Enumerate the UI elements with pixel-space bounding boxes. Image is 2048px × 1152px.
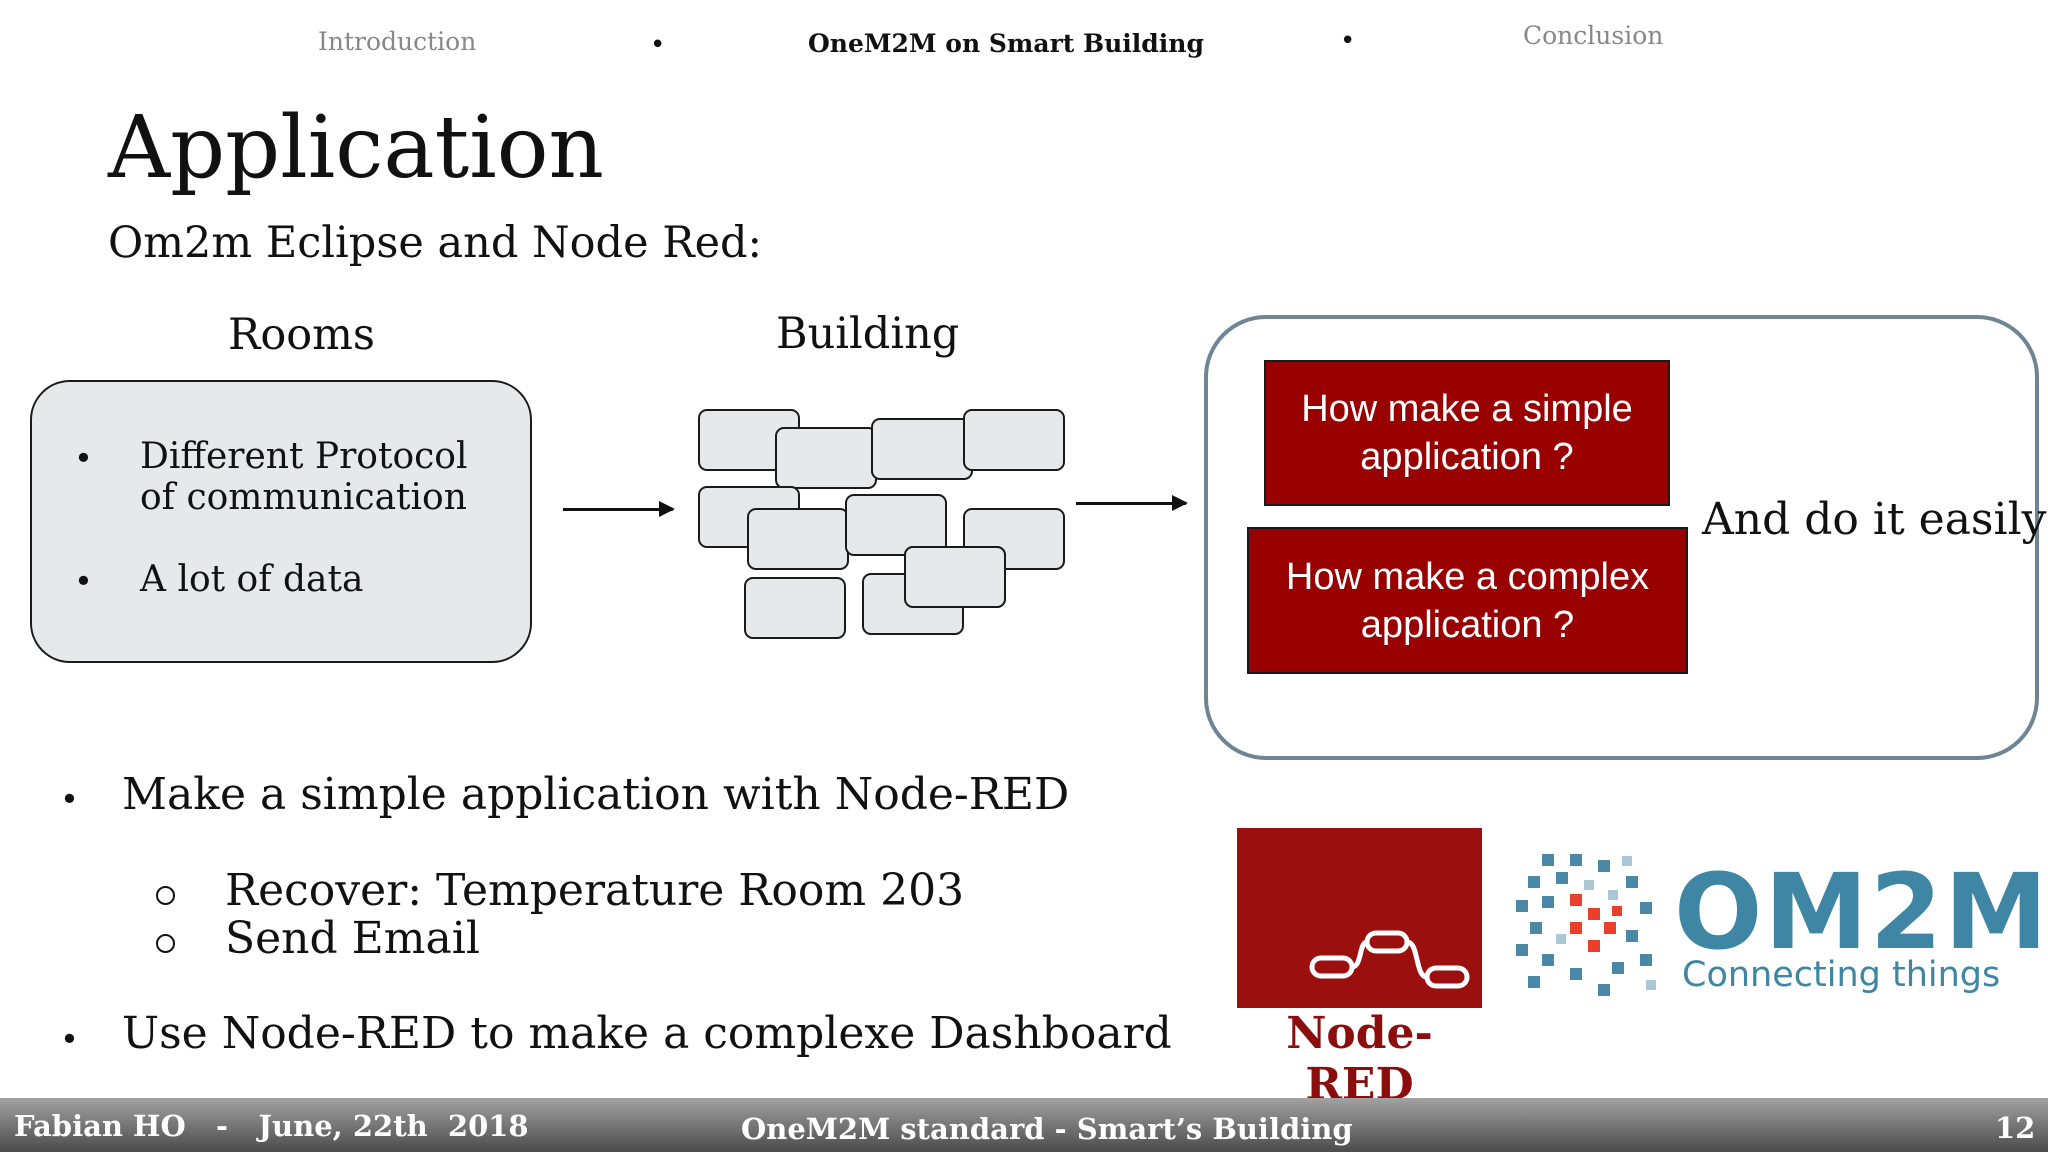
pixel-cluster-icon xyxy=(1516,854,1656,996)
bullet-dot: • xyxy=(60,1020,79,1058)
page-subtitle: Om2m Eclipse and Node Red: xyxy=(108,218,763,268)
page-number: 12 xyxy=(1995,1111,2036,1145)
circle-bullet-icon xyxy=(156,934,175,953)
nav-item-introduction[interactable]: Introduction xyxy=(318,27,477,56)
rooms-bullet-data: A lot of data xyxy=(140,559,364,600)
nav-separator: • xyxy=(650,30,666,60)
arrow-right-icon xyxy=(563,501,675,517)
nav-item-conclusion[interactable]: Conclusion xyxy=(1523,21,1664,50)
nav-item-onem2m[interactable]: OneM2M on Smart Building xyxy=(808,29,1204,58)
bullet-dot: • xyxy=(74,439,93,477)
om2m-logo-text: OM2M xyxy=(1674,851,2048,973)
building-heading: Building xyxy=(776,309,960,359)
footer-title: OneM2M standard - Smart’s Building xyxy=(741,1112,1353,1146)
rooms-heading: Rooms xyxy=(228,310,375,360)
sub-bullet-recover: Recover: Temperature Room 203 xyxy=(225,865,965,916)
footer-bar: Fabian HO - June, 22th 2018 OneM2M stand… xyxy=(0,1098,2048,1152)
om2m-tagline: Connecting things xyxy=(1682,955,2001,995)
rooms-box: • Different Protocol of communication • … xyxy=(30,380,532,663)
nodered-logo-text: Node-RED xyxy=(1286,1008,1433,1110)
nav-separator: • xyxy=(1340,26,1356,56)
bullet-dot: • xyxy=(74,562,93,600)
bullet-simple-app: Make a simple application with Node-RED xyxy=(122,769,1070,820)
page-title: Application xyxy=(108,98,604,198)
footer-author-date: Fabian HO - June, 22th 2018 xyxy=(14,1109,529,1143)
circle-bullet-icon xyxy=(156,886,175,905)
sub-bullet-email: Send Email xyxy=(225,913,480,964)
nodered-logo: Node-RED xyxy=(1237,828,1482,1110)
easily-text: And do it easily xyxy=(1702,494,2047,545)
bullet-dashboard: Use Node-RED to make a complexe Dashboar… xyxy=(122,1008,1172,1059)
bullet-dot: • xyxy=(60,780,79,818)
building-blocks-icon xyxy=(690,402,1080,642)
arrow-right-icon xyxy=(1076,495,1188,511)
flow-nodes-icon xyxy=(1309,930,1470,989)
rooms-bullet-protocol: Different Protocol of communication xyxy=(140,436,468,518)
